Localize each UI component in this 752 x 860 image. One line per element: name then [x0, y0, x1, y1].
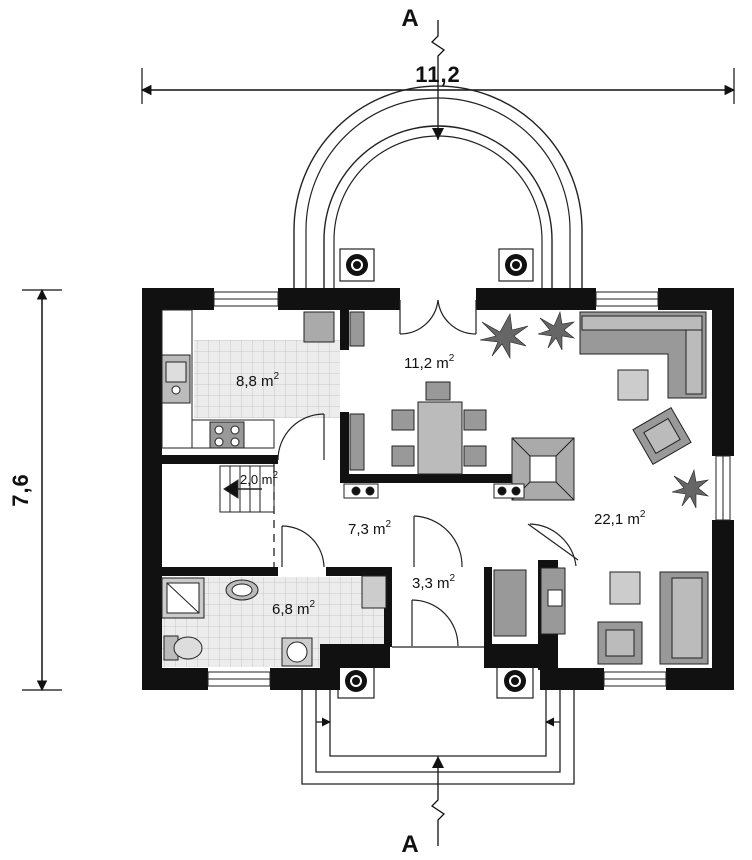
living-furniture: [493, 311, 709, 665]
room-label-dining: 11,2 m2: [404, 353, 455, 372]
kitchen-tiles: [194, 340, 340, 418]
room-labels: 8,8 m2 11,2 m2 2,0 m2 7,3 m2 22,1 m2 6,8…: [236, 353, 646, 618]
staircase: [219, 465, 275, 513]
height-dimension: 7,6: [8, 288, 62, 692]
entrance-porch: [301, 690, 575, 785]
bay-terrace: [293, 85, 583, 290]
kitchen-counter: [161, 309, 335, 449]
radiators: [343, 483, 525, 499]
windows: [207, 291, 731, 687]
column-bottom-left: [337, 663, 375, 699]
height-dimension-label: 7,6: [8, 473, 33, 507]
room-label-hall: 7,3 m2: [348, 519, 392, 538]
section-mark-bottom-label: A: [401, 831, 418, 858]
section-mark-bottom: A: [401, 756, 446, 858]
room-label-bathroom: 6,8 m2: [272, 599, 316, 618]
column-top-right: [498, 248, 534, 282]
dining-set: [349, 311, 487, 475]
doors: [277, 299, 579, 648]
plant-icons: [479, 310, 710, 509]
section-mark-top-label: A: [401, 5, 418, 32]
room-label-kitchen: 8,8 m2: [236, 371, 280, 390]
section-mark-top: A: [401, 5, 446, 140]
room-label-vestibule: 3,3 m2: [412, 573, 456, 592]
room-label-stairs: 2,0 m2: [240, 470, 279, 487]
room-label-living: 22,1 m2: [594, 509, 646, 528]
column-top-left: [339, 248, 375, 282]
bathroom-fixtures: [161, 575, 387, 667]
column-bottom-right: [496, 663, 534, 699]
